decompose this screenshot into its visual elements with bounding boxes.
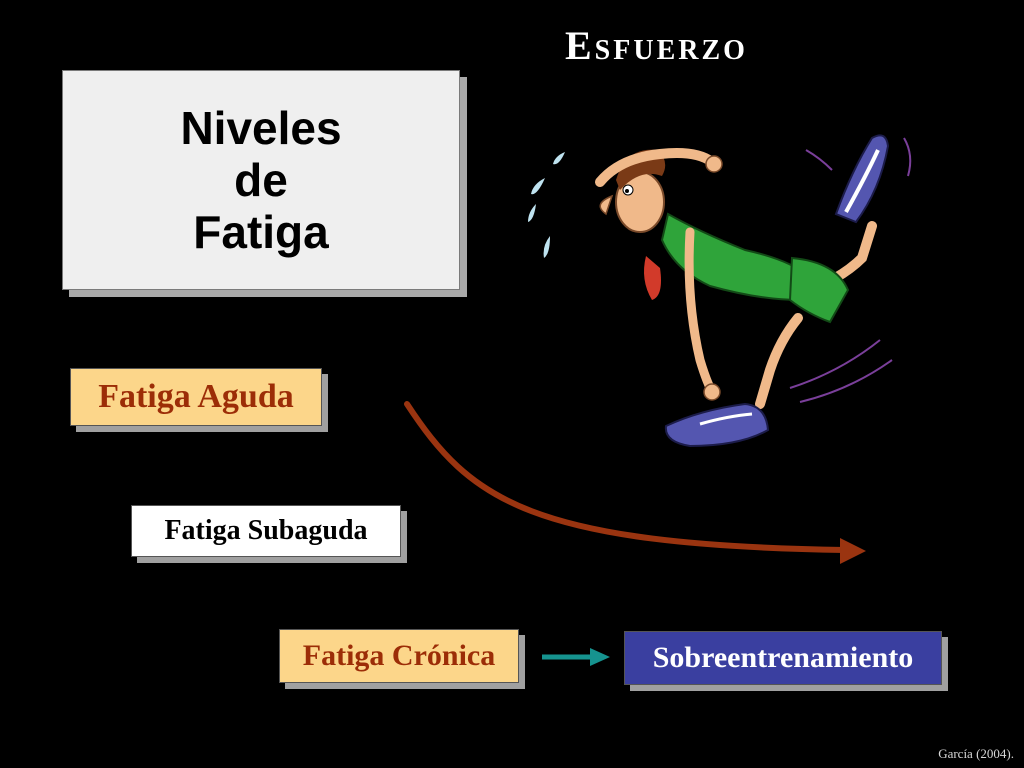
source-citation: García (2004). [938,746,1014,761]
title-line-3: Fatiga [193,206,329,258]
box-fatiga-aguda: Fatiga Aguda [70,368,322,426]
title-text: Niveles de Fatiga [180,102,341,258]
shoe-front-icon [664,402,770,448]
title-box: Niveles de Fatiga [62,70,460,290]
sweat-drop-icon [528,204,536,222]
tired-runner-illustration [528,134,912,448]
box-sobreentrenamiento: Sobreentrenamiento [624,631,942,685]
box-fatiga-subaguda: Fatiga Subaguda [131,505,401,557]
sweat-drop-icon [531,178,545,195]
title-line-2: de [234,154,288,206]
curve-arrow [404,401,848,553]
curve-arrowhead [840,538,866,564]
heading-esfuerzo: Esfuerzo [565,23,748,68]
box-fatiga-cronica: Fatiga Crónica [279,629,519,683]
title-line-1: Niveles [180,102,342,154]
sweat-drop-icon [553,152,565,165]
sweat-drop-icon [543,236,550,258]
small-arrowhead [590,648,610,666]
